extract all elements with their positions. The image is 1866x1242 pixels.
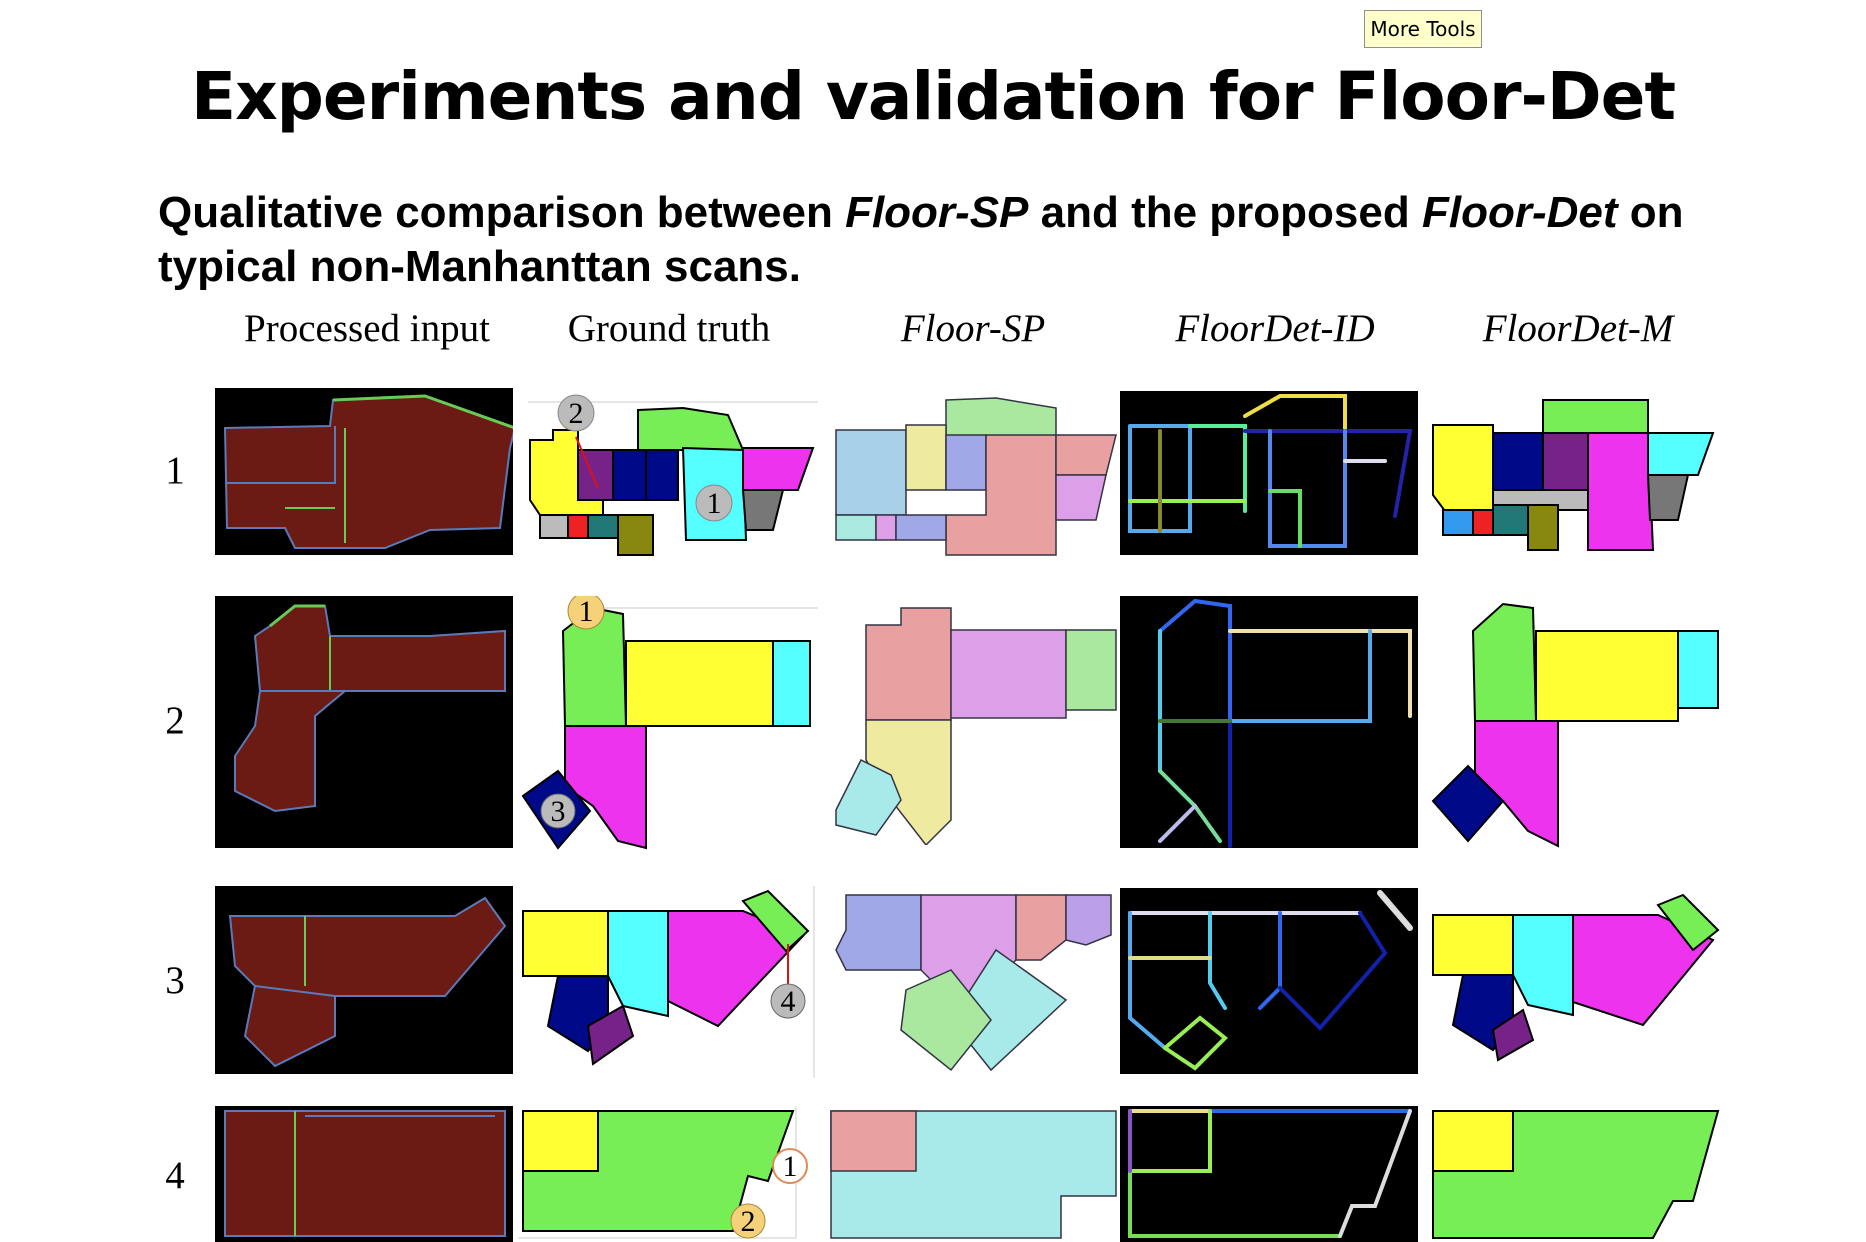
slide-title: Experiments and validation for Floor-Det bbox=[191, 58, 1676, 135]
column-header-floor-sp: Floor-SP bbox=[900, 307, 1046, 350]
column-header-processed-input: Processed input bbox=[244, 307, 490, 350]
ground-truth-floorplan-4: 1 2 bbox=[518, 1106, 818, 1242]
ground-truth-floorplan-2: 1 3 bbox=[518, 596, 818, 851]
column-header-ground-truth: Ground truth bbox=[567, 307, 771, 350]
row-number-1: 1 bbox=[165, 449, 185, 492]
floordet-m-result-1 bbox=[1428, 395, 1726, 555]
annotation-badge: 2 bbox=[569, 397, 584, 430]
annotation-badge: 2 bbox=[741, 1205, 756, 1238]
column-header-floordet-m: FloorDet-M bbox=[1482, 307, 1674, 350]
annotation-badge: 3 bbox=[551, 795, 566, 828]
processed-input-scan-2 bbox=[215, 596, 513, 848]
annotation-badge: 1 bbox=[707, 487, 722, 520]
row-number-4: 4 bbox=[165, 1154, 185, 1197]
subtitle-part: on typical non-Manhanttan scans. bbox=[158, 188, 1684, 291]
floordet-m-result-2 bbox=[1428, 596, 1726, 848]
processed-input-scan-4 bbox=[215, 1106, 513, 1242]
subtitle-part: and the proposed bbox=[1028, 188, 1422, 237]
floordet-id-result-1 bbox=[1120, 391, 1418, 555]
subtitle-method-floordet: Floor-Det bbox=[1421, 188, 1618, 237]
floordet-id-result-2 bbox=[1120, 596, 1418, 848]
subtitle-part: Qualitative comparison between bbox=[158, 188, 846, 237]
slide-subtitle: Qualitative comparison between Floor-SP … bbox=[158, 186, 1818, 294]
processed-input-scan-3 bbox=[215, 886, 513, 1074]
floordet-id-result-3 bbox=[1120, 888, 1418, 1074]
subtitle-method-floorsp: Floor-SP bbox=[845, 188, 1029, 237]
processed-input-scan-1 bbox=[215, 388, 513, 555]
floor-sp-result-2 bbox=[826, 600, 1124, 845]
floor-sp-result-3 bbox=[826, 890, 1124, 1075]
ground-truth-floorplan-3: 4 bbox=[518, 886, 818, 1078]
floor-sp-result-1 bbox=[826, 390, 1124, 560]
row-number-3: 3 bbox=[165, 959, 185, 1002]
more-tools-tooltip: More Tools bbox=[1364, 10, 1482, 48]
floordet-m-result-3 bbox=[1428, 890, 1726, 1075]
row-number-2: 2 bbox=[165, 699, 185, 742]
column-header-floordet-id: FloorDet-ID bbox=[1175, 307, 1375, 350]
annotation-badge: 4 bbox=[781, 985, 796, 1018]
floor-sp-result-4 bbox=[826, 1106, 1124, 1242]
annotation-badge: 1 bbox=[783, 1150, 798, 1183]
annotation-badge: 1 bbox=[579, 596, 594, 628]
floordet-m-result-4 bbox=[1428, 1106, 1726, 1242]
floordet-id-result-4 bbox=[1120, 1106, 1418, 1242]
ground-truth-floorplan-1: 2 1 bbox=[518, 390, 818, 560]
